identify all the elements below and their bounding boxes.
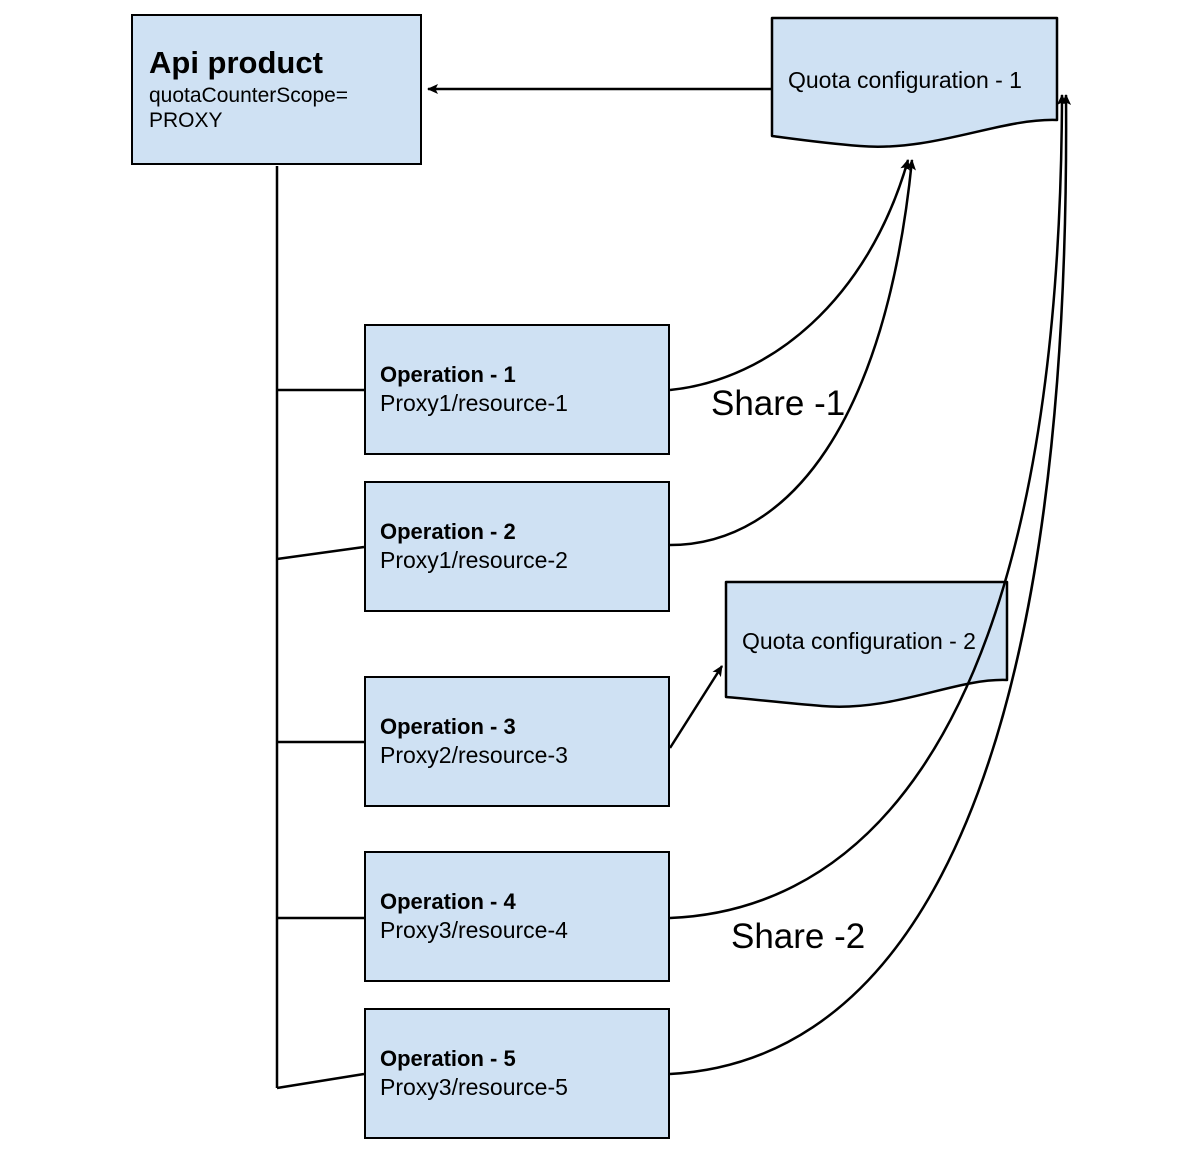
edge-label-share-1: Share -1 <box>711 384 846 423</box>
node-api-product[interactable]: Api product quotaCounterScope= PROXY <box>131 14 422 165</box>
node-operation-4[interactable]: Operation - 4 Proxy3/resource-4 <box>364 851 670 982</box>
node-operation-3[interactable]: Operation - 3 Proxy2/resource-3 <box>364 676 670 807</box>
node-quota-configuration-1[interactable]: Quota configuration - 1 <box>772 18 1057 144</box>
node-operation-1[interactable]: Operation - 1 Proxy1/resource-1 <box>364 324 670 455</box>
operation-4-title: Operation - 4 <box>380 888 516 914</box>
node-operation-5[interactable]: Operation - 5 Proxy3/resource-5 <box>364 1008 670 1139</box>
operation-1-subtitle: Proxy1/resource-1 <box>380 389 568 416</box>
quota-configuration-1-label: Quota configuration - 1 <box>788 67 1022 94</box>
node-quota-configuration-2[interactable]: Quota configuration - 2 <box>726 582 1007 702</box>
operation-5-title: Operation - 5 <box>380 1045 516 1071</box>
operation-3-subtitle: Proxy2/resource-3 <box>380 741 568 768</box>
api-product-subtitle: quotaCounterScope= PROXY <box>149 84 349 132</box>
operation-4-subtitle: Proxy3/resource-4 <box>380 916 568 943</box>
api-product-title: Api product <box>149 45 323 81</box>
operation-2-subtitle: Proxy1/resource-2 <box>380 546 568 573</box>
edge-label-share-2: Share -2 <box>731 917 866 956</box>
node-operation-2[interactable]: Operation - 2 Proxy1/resource-2 <box>364 481 670 612</box>
operation-1-title: Operation - 1 <box>380 361 516 387</box>
quota-configuration-2-label: Quota configuration - 2 <box>742 628 976 655</box>
operation-3-title: Operation - 3 <box>380 713 516 739</box>
edge-branch-operation-5 <box>276 1072 365 1090</box>
operation-2-title: Operation - 2 <box>380 518 516 544</box>
edge-operation4-to-quotaconfig1 <box>669 94 1067 920</box>
edge-operation2-to-quotaconfig1 <box>669 159 916 547</box>
operation-5-subtitle: Proxy3/resource-5 <box>380 1073 568 1100</box>
edge-operation1-to-quotaconfig1 <box>669 159 911 392</box>
edge-operation3-to-quotaconfig2 <box>668 665 724 749</box>
edge-branch-operation-2 <box>276 545 365 561</box>
